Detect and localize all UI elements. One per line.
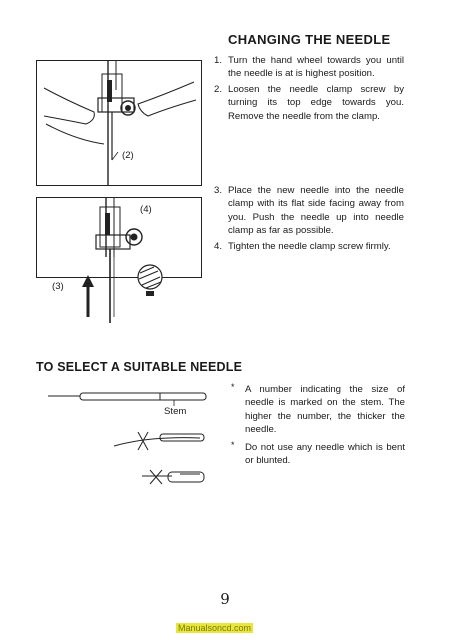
page-title: CHANGING THE NEEDLE xyxy=(228,32,391,47)
step-text: Tighten the needle clamp screw firmly. xyxy=(228,240,391,252)
section-title: TO SELECT A SUITABLE NEEDLE xyxy=(36,360,243,374)
needle-insert-figure-2: (4) (3) xyxy=(36,197,202,327)
note-item: * Do not use any needle which is bent or… xyxy=(231,440,405,468)
note-text: Do not use any needle which is bent or b… xyxy=(245,441,405,467)
step-2: 2. Loosen the needle clamp screw by turn… xyxy=(214,83,404,123)
step-number: 3. xyxy=(214,185,223,196)
needle-clamp-figure-1: (2) xyxy=(36,60,202,186)
page-number: 9 xyxy=(220,590,230,608)
step-number: 1. xyxy=(214,55,223,66)
step-3: 3. Place the new needle into the needle … xyxy=(214,184,404,238)
step-number: 4. xyxy=(214,240,223,252)
figure-label-4: (4) xyxy=(140,204,152,215)
note-text: A number indicating the size of needle i… xyxy=(245,384,405,436)
asterisk: * xyxy=(231,439,235,450)
note-item: * A number indicating the size of needle… xyxy=(231,382,405,437)
steps-list-top: 1. Turn the hand wheel towards you until… xyxy=(214,54,404,125)
figure-label-2: (2) xyxy=(122,150,134,161)
step-text: Place the new needle into the needle cla… xyxy=(228,185,404,237)
stem-label: Stem xyxy=(164,406,187,417)
asterisk: * xyxy=(231,382,235,392)
steps-list-bottom: 3. Place the new needle into the needle … xyxy=(214,184,404,255)
step-number: 2. xyxy=(214,83,223,95)
figure-label-3: (3) xyxy=(52,281,64,292)
step-1: 1. Turn the hand wheel towards you until… xyxy=(214,54,404,81)
step-4: 4. Tighten the needle clamp screw firmly… xyxy=(214,240,404,253)
watermark-link[interactable]: Manualsoncd.com xyxy=(176,623,254,633)
step-text: Loosen the needle clamp screw by turning… xyxy=(228,83,404,122)
needle-diagrams: Stem xyxy=(40,380,220,500)
notes-list: * A number indicating the size of needle… xyxy=(231,382,405,471)
step-text: Turn the hand wheel towards you until th… xyxy=(228,55,404,80)
